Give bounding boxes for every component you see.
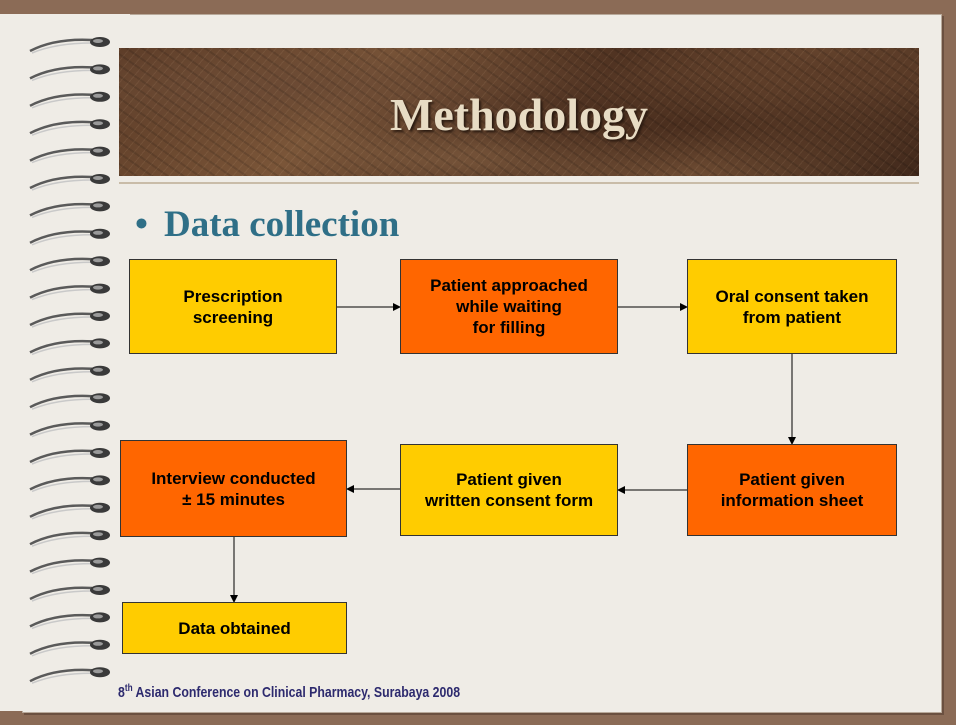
spiral-ring [29,311,110,328]
spiral-ring [29,667,110,684]
spiral-ring [29,420,110,438]
spiral-ring [29,530,110,547]
footer-ordinal: 8 [118,684,125,701]
flow-box-oral-consent: Oral consent taken from patient [687,259,897,354]
spiral-ring [29,201,110,219]
bullet-heading-text: Data collection [163,204,400,245]
flow-box-written-consent: Patient given written consent form [400,444,618,536]
spiral-ring [29,37,110,54]
spiral-ring [29,91,110,109]
spiral-ring [29,612,110,630]
flow-box-patient-approached: Patient approached while waiting for fil… [400,259,618,354]
flow-box-prescription-screening: Prescription screening [129,259,337,354]
spiral-ring [29,365,110,383]
spiral-ring [29,448,110,465]
spiral-ring [29,146,110,164]
title-divider [119,182,919,184]
spiral-ring [29,119,110,136]
spiral-binding-rings [29,37,110,684]
footer-conference: 8th Asian Conference on Clinical Pharmac… [118,683,460,701]
spiral-ring [29,338,110,356]
spiral-ring [29,174,110,191]
flow-box-data-obtained: Data obtained [122,602,347,654]
spiral-ring [29,256,110,273]
spiral-ring [29,228,110,246]
title-banner: Methodology [119,48,919,176]
flow-box-information-sheet: Patient given information sheet [687,444,897,536]
slide-title: Methodology [389,89,649,140]
spiral-binding [0,14,130,711]
spiral-ring [29,585,110,602]
spiral-ring [29,475,110,493]
spiral-ring [29,393,110,410]
flow-box-interview: Interview conducted ± 15 minutes [120,440,347,537]
spiral-ring [29,502,110,520]
spiral-ring [29,639,110,657]
spiral-ring [29,283,110,301]
footer-ordinal-suffix: th [124,683,133,694]
footer-conference-text: Asian Conference on Clinical Pharmacy, S… [132,684,461,701]
spiral-ring [29,557,110,575]
bullet-heading: • Data collection [135,203,399,246]
bullet-marker: • [135,204,148,245]
spiral-ring [29,64,110,82]
